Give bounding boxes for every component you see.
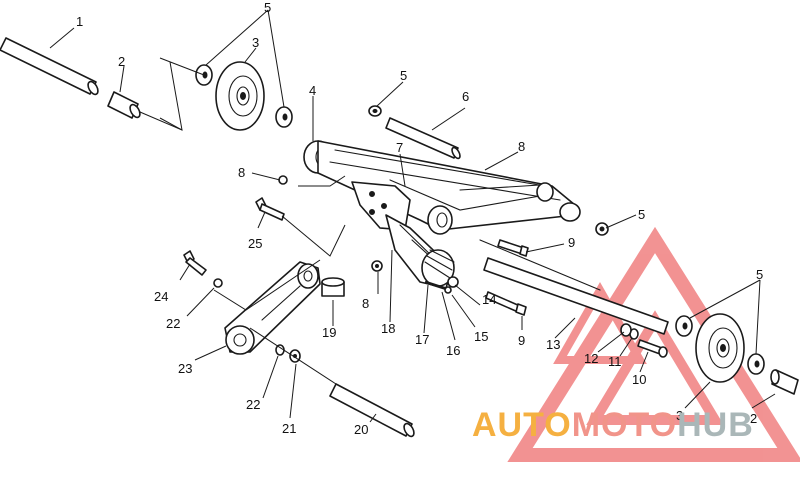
callout-12: 12 — [584, 351, 598, 366]
part-22-washer-lower — [275, 344, 285, 356]
part-22-washer-upper — [213, 278, 223, 288]
part-5-washer-right-b — [747, 353, 765, 375]
callout-14: 14 — [482, 292, 496, 307]
callout-19: 19 — [322, 325, 336, 340]
part-19-bushing — [321, 277, 345, 297]
part-16-boot — [421, 249, 455, 292]
callout-25: 25 — [248, 236, 262, 251]
callout-20: 20 — [354, 422, 368, 437]
callout-5-right: 5 — [756, 267, 763, 282]
callout-10: 10 — [632, 372, 646, 387]
part-23-link-arm — [224, 261, 321, 355]
callout-7: 7 — [396, 140, 403, 155]
callout-17: 17 — [415, 332, 429, 347]
callout-1: 1 — [76, 14, 83, 29]
watermark-peak — [553, 281, 647, 364]
part-21-nut — [289, 349, 301, 363]
part-15-washer — [444, 286, 452, 294]
part-5-washer-top — [368, 105, 382, 117]
part-8-nut-lower — [371, 260, 383, 272]
part-6-shaft — [385, 117, 461, 160]
part-10-bolt — [637, 339, 668, 358]
svg-text:AUTOMOTOHUB: AUTOMOTOHUB — [472, 406, 754, 444]
callout-13: 13 — [546, 337, 560, 352]
callout-9-lower: 9 — [518, 333, 525, 348]
callout-18: 18 — [381, 321, 395, 336]
part-20-shaft — [329, 383, 415, 438]
watermark-text: AUTOMOTOHUB — [472, 406, 754, 444]
callout-2-right: 2 — [750, 411, 757, 426]
part-4-swing-arm — [303, 140, 581, 235]
callout-8-upper-right: 8 — [518, 139, 525, 154]
callout-5-topleft: 5 — [264, 0, 271, 15]
part-12-washer — [620, 323, 632, 337]
part-7-bracket — [351, 181, 411, 231]
part-14-nut — [447, 276, 459, 288]
part-24-bolt — [183, 250, 207, 276]
callout-4: 4 — [309, 83, 316, 98]
callout-16: 16 — [446, 343, 460, 358]
callout-11: 11 — [608, 354, 622, 369]
part-8-nut-left — [278, 175, 288, 185]
callout-23: 23 — [178, 361, 192, 376]
callout-6: 6 — [462, 89, 469, 104]
watermark-inner-triangle — [586, 310, 724, 425]
callout-21: 21 — [282, 421, 296, 436]
part-13-shaft — [479, 239, 669, 335]
leader-lines — [49, 9, 776, 423]
callout-2-left: 2 — [118, 54, 125, 69]
callout-5-mid: 5 — [638, 207, 645, 222]
callout-9-upper: 9 — [568, 235, 575, 250]
part-5-washer-mid — [595, 222, 609, 236]
callout-8-left: 8 — [238, 165, 245, 180]
part-25-bolt — [255, 197, 285, 221]
callout-3-right: 3 — [676, 408, 683, 423]
part-3-wheel-right — [695, 313, 745, 383]
part-2-bushing-left — [107, 91, 141, 119]
callout-22-upper: 22 — [166, 316, 180, 331]
callout-8-lower: 8 — [362, 296, 369, 311]
part-5-washer-left-b — [275, 106, 293, 128]
part-1-shaft — [0, 37, 99, 96]
watermark-moto: MOTO — [572, 406, 677, 444]
part-9-bolt-lower — [485, 291, 527, 316]
part-3-wheel-left — [215, 61, 265, 131]
part-5-washer-right-a — [675, 315, 693, 337]
callout-labels: 1 2 2 3 3 4 5 5 5 5 6 7 8 8 8 9 9 10 11 … — [76, 0, 763, 437]
watermark-auto: AUTO — [472, 406, 572, 444]
callout-5-top: 5 — [400, 68, 407, 83]
callout-22-lower: 22 — [246, 397, 260, 412]
callout-3-left: 3 — [252, 35, 259, 50]
callout-15: 15 — [474, 329, 488, 344]
callout-24: 24 — [154, 289, 168, 304]
part-2-bushing-right — [770, 369, 799, 395]
part-9-bolt-upper — [497, 239, 529, 257]
watermark-hub: HUB — [677, 406, 754, 444]
